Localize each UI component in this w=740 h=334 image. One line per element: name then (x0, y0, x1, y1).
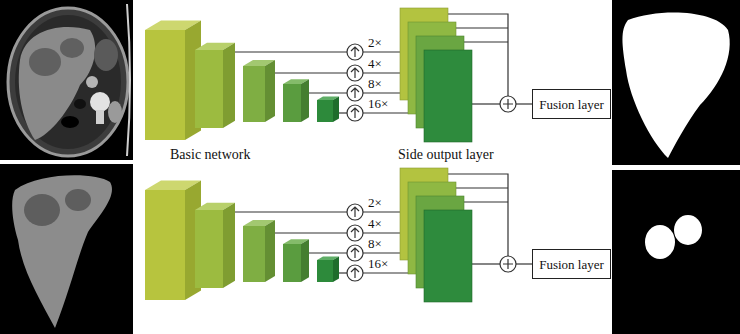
fusion-layer-box: Fusion layer (532, 89, 611, 119)
liver-mask-image (612, 0, 740, 165)
upsample-symbol (351, 108, 359, 118)
side-output-plate (424, 50, 472, 142)
skip-line (516, 103, 532, 104)
ct-slice-image (19, 27, 95, 140)
basic-network-block (223, 43, 235, 128)
basic-network-block (283, 84, 301, 122)
liver-mask-image (612, 0, 740, 165)
basic-network-block (333, 96, 339, 122)
basic-network-block (195, 50, 223, 128)
upsample-symbol (347, 85, 363, 101)
ct-slice-image (61, 116, 79, 128)
skip-line (235, 14, 532, 113)
cropped-liver-image (65, 189, 91, 211)
fusion-layer-box: Fusion layer (532, 249, 611, 279)
ct-slice-image (74, 99, 86, 109)
ct-slice-image (86, 76, 98, 88)
upsample-factor: 16× (368, 96, 388, 112)
skip-line (456, 27, 508, 28)
section-label: Basic network (170, 146, 250, 163)
tumor-mask-image (674, 215, 702, 245)
cropped-liver-image (0, 164, 133, 334)
network-graphic (145, 168, 532, 302)
ct-slice-image (108, 101, 122, 123)
sum-symbol (503, 99, 513, 109)
ct-slice-image (96, 110, 104, 124)
sum-symbol (500, 96, 516, 112)
section-label: Side output layer (398, 146, 494, 163)
upsample-symbol (347, 44, 363, 121)
skip-line (363, 51, 400, 52)
upsample-factor: 8× (368, 236, 382, 252)
box-label: Fusion layer (539, 257, 604, 272)
basic-network-block (145, 20, 339, 140)
ct-slice-image (8, 8, 128, 156)
upsample-factor: 8× (368, 76, 382, 92)
cropped-liver-image (12, 175, 112, 328)
ct-slice-image (127, 4, 130, 156)
ct-slice-image (15, 15, 121, 149)
basic-network-block (243, 66, 265, 122)
cropped-liver-image (0, 164, 133, 334)
upsample-factor: 2× (368, 35, 382, 51)
ct-slice-image (29, 48, 61, 76)
basic-network-block (317, 100, 333, 122)
ct-slice-image (60, 38, 84, 58)
tumor-mask-image (645, 225, 675, 259)
skip-line (275, 72, 347, 73)
upsample-factor: 2× (368, 195, 382, 211)
ct-slice-image (94, 39, 118, 71)
upsample-factor: 4× (368, 56, 382, 72)
skip-line (339, 112, 347, 113)
upsample-symbol (347, 44, 363, 60)
cropped-liver-image (24, 194, 60, 226)
sum-symbol (500, 96, 516, 112)
ct-slice-image (0, 0, 133, 160)
skip-line (472, 103, 500, 104)
basic-network-block (265, 60, 275, 122)
skip-line (309, 92, 347, 93)
side-output-plate (400, 8, 472, 142)
upsample-symbol (351, 47, 359, 57)
upsample-symbol (351, 68, 359, 78)
upsample-symbol (351, 88, 359, 98)
tumor-mask-image (612, 170, 740, 334)
skip-line (235, 51, 347, 52)
basic-network-block (301, 79, 309, 122)
tumor-mask-image (612, 170, 740, 334)
upsample-factor: 16× (368, 256, 388, 272)
upsample-symbol (347, 105, 363, 121)
basic-network-block (145, 30, 185, 140)
upsample-symbol (347, 65, 363, 81)
skip-line (464, 41, 508, 42)
ct-slice-image (90, 92, 110, 112)
network-graphic (145, 8, 532, 142)
box-label: Fusion layer (539, 97, 604, 112)
liver-mask-image (623, 13, 730, 158)
upsample-factor: 4× (368, 216, 382, 232)
ct-slice-image (0, 0, 133, 160)
